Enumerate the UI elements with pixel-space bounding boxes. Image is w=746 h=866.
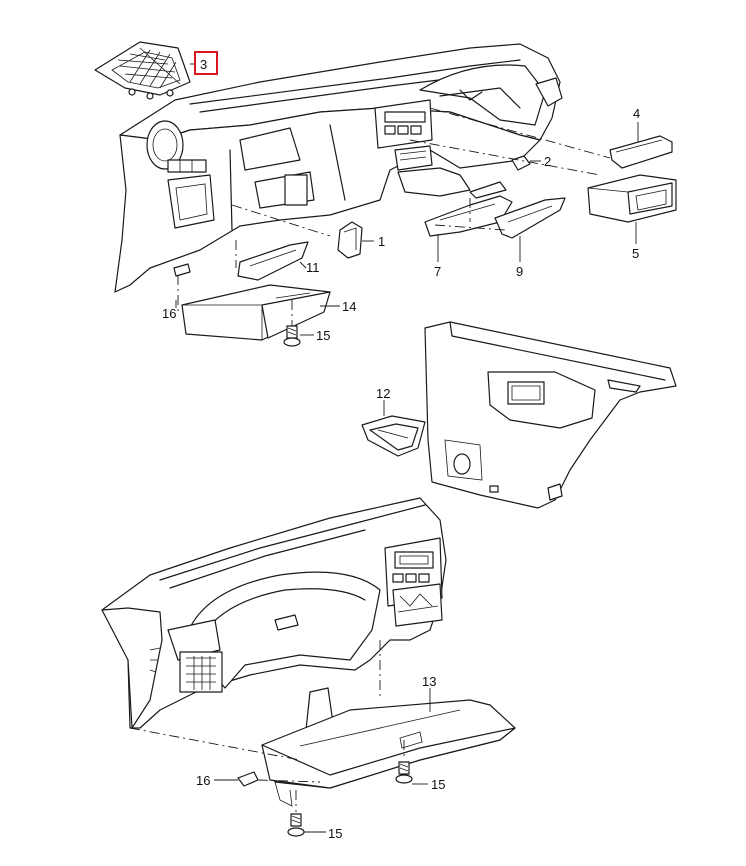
part-7-console-bin xyxy=(424,181,513,237)
callout-15-bottom: 15 xyxy=(328,826,342,841)
callout-9: 9 xyxy=(516,264,523,279)
callout-1: 1 xyxy=(378,234,385,249)
door-trim-panel xyxy=(424,321,677,509)
leader-lines-lower xyxy=(129,640,405,812)
clip-16-lower xyxy=(237,771,259,787)
callout-16-lower: 16 xyxy=(196,773,210,788)
clip-16-upper xyxy=(173,263,191,277)
leader-lines-upper xyxy=(177,107,611,326)
part-12-door-pocket xyxy=(361,400,426,457)
screw-15-mid xyxy=(395,761,413,784)
part-9-console-trim xyxy=(494,197,566,239)
upper-dashboard-assembly xyxy=(114,43,563,293)
part-11-lower-trim xyxy=(237,241,309,281)
speaker-grille-cover xyxy=(94,41,191,100)
part-5-storage-tray xyxy=(587,174,677,223)
callout-15-upper: 15 xyxy=(316,328,330,343)
lower-dashboard-assembly xyxy=(101,497,447,729)
callout-15-mid: 15 xyxy=(431,777,445,792)
callout-labels: 3 1 2 4 5 7 9 11 12 13 14 15 15 15 16 16 xyxy=(162,51,640,841)
callout-12: 12 xyxy=(376,386,390,401)
callout-14: 14 xyxy=(342,299,356,314)
callout-7: 7 xyxy=(434,264,441,279)
part-13-glove-box xyxy=(261,687,516,807)
callout-11: 11 xyxy=(306,260,320,275)
part-1-clip xyxy=(337,221,363,259)
callout-2: 2 xyxy=(544,154,551,169)
screw-15-upper xyxy=(283,325,301,347)
callout-5: 5 xyxy=(632,246,639,261)
callout-3: 3 xyxy=(200,57,207,72)
part-14-glove-box xyxy=(181,284,331,341)
callout-3-highlight-box xyxy=(194,51,218,75)
callout-leaders xyxy=(175,63,639,833)
callout-4: 4 xyxy=(633,106,640,121)
callout-13: 13 xyxy=(422,674,436,689)
part-4-panel xyxy=(609,135,673,169)
screw-15-bottom xyxy=(287,813,305,837)
callout-16-upper: 16 xyxy=(162,306,176,321)
